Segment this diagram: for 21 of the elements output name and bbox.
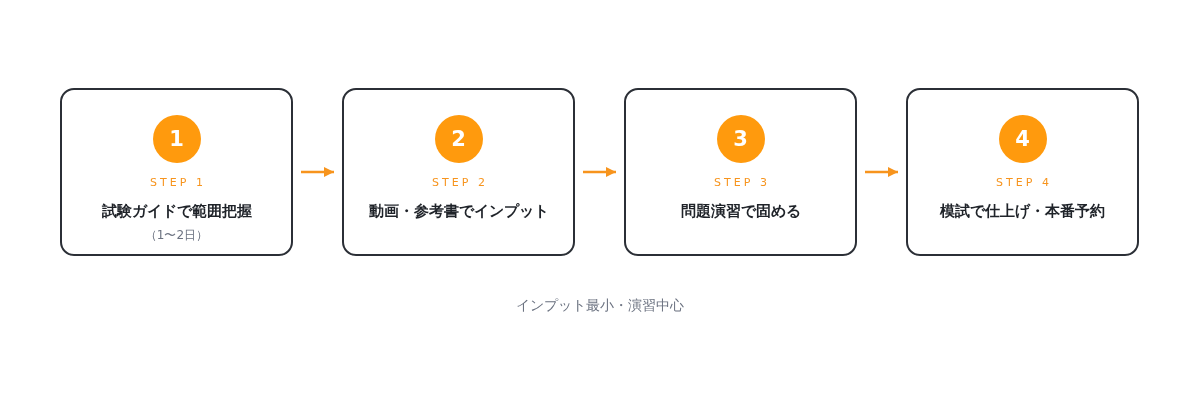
step-box [906, 88, 1139, 256]
step-box [624, 88, 857, 256]
step-label: STEP 2 [431, 176, 488, 190]
step-title: 動画・参考書でインプット [368, 202, 549, 220]
number-circle: 2 [434, 115, 483, 163]
step-label: STEP 3 [713, 176, 770, 190]
arrow [301, 167, 334, 177]
step-box [342, 88, 575, 256]
step-title: 模試で仕上げ・本番予約 [940, 202, 1105, 220]
number-circle: 1 [152, 115, 201, 163]
caption: インプット最小・演習中心 [516, 297, 684, 314]
number-circle: 3 [716, 115, 765, 163]
number-circle: 4 [998, 115, 1047, 163]
arrow [865, 167, 898, 177]
step-label: STEP 1 [149, 176, 206, 190]
arrow [583, 167, 616, 177]
step-note: （1〜2日） [144, 228, 209, 243]
step-title: 試験ガイドで範囲把握 [101, 202, 252, 220]
step-label: STEP 4 [995, 176, 1052, 190]
step-title: 問題演習で固める [680, 202, 801, 220]
step-box [60, 88, 293, 256]
